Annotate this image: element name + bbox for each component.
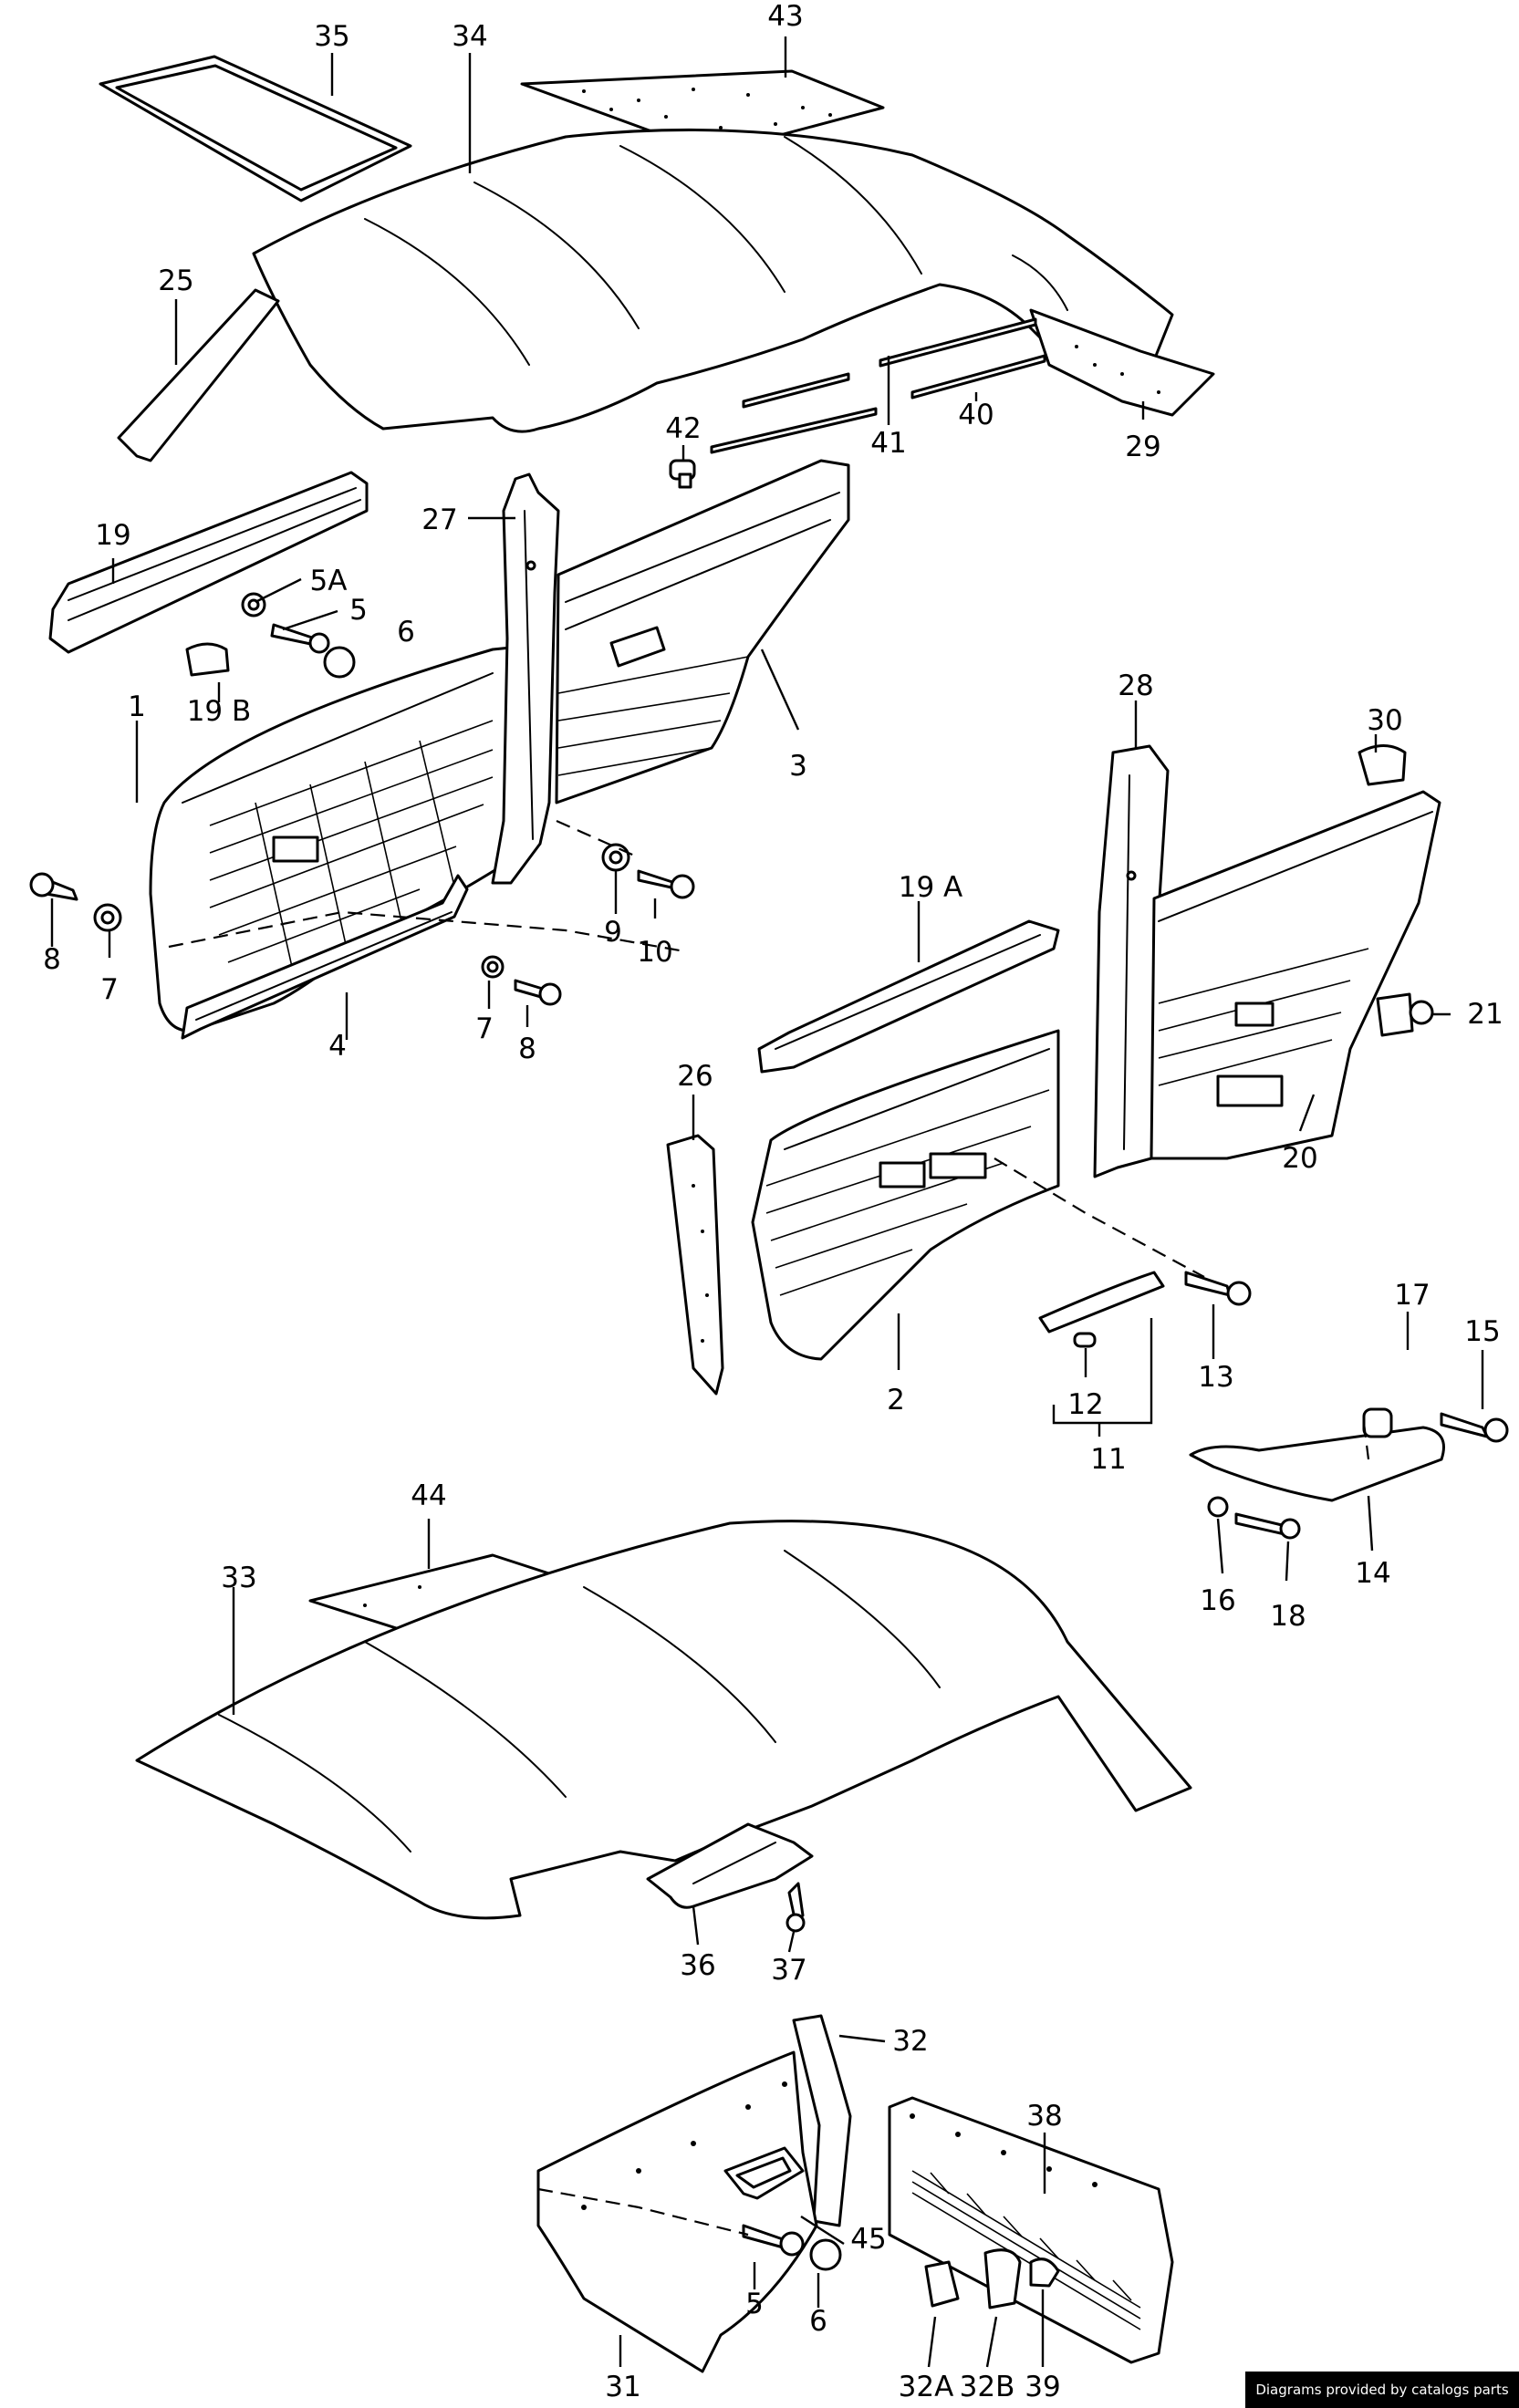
label-27: 27 (421, 503, 457, 536)
label-17: 17 (1394, 1279, 1430, 1312)
label-9: 9 (604, 916, 622, 949)
part-14-17-15-grab-handle (1189, 1407, 1509, 1540)
label-28: 28 (1118, 669, 1153, 702)
label-11: 11 (1090, 1443, 1126, 1476)
part-34-headliner (252, 128, 1174, 433)
label-6: 6 (397, 616, 415, 649)
part-25-pillar-trim (117, 288, 280, 462)
part-7-8-fasteners (29, 872, 562, 1006)
part-19b-clip (185, 642, 230, 677)
part-4-armrest (181, 874, 469, 1040)
part-19-door-strip (48, 471, 369, 654)
label-10: 10 (637, 936, 672, 969)
part-30-clip (1358, 744, 1407, 786)
label-30: 30 (1367, 704, 1402, 737)
leader-lines (50, 36, 1484, 2368)
label-16: 16 (1200, 1584, 1235, 1617)
label-26: 26 (677, 1060, 713, 1093)
label-38: 38 (1026, 2100, 1062, 2133)
part-32-c-pillar-trim (792, 2014, 852, 2227)
part-26-a-pillar-trim (666, 1134, 724, 1396)
label-7-left: 7 (100, 973, 119, 1006)
label-34: 34 (452, 20, 487, 53)
label-41: 41 (870, 427, 906, 460)
label-14: 14 (1355, 1557, 1390, 1590)
label-13: 13 (1198, 1361, 1233, 1394)
part-31-quarter-trim (536, 2050, 818, 2373)
label-29: 29 (1125, 431, 1160, 463)
part-40-41-roof-strips (710, 317, 1046, 454)
label-37: 37 (771, 1954, 806, 1987)
label-18: 18 (1270, 1600, 1306, 1633)
label-36: 36 (680, 1949, 715, 1982)
label-32A: 32A (899, 2371, 954, 2403)
part-3-rear-door-panel (555, 459, 850, 804)
part-21-clip (1376, 992, 1434, 1037)
part-35-sunroof-seal (99, 55, 412, 202)
label-40: 40 (958, 399, 994, 431)
label-19: 19 (95, 519, 130, 552)
part-33-headliner (135, 1520, 1192, 1920)
label-5-bottom: 5 (745, 2288, 764, 2320)
part-27-b-pillar (491, 472, 560, 885)
label-44: 44 (411, 1479, 446, 1512)
label-8-right: 8 (518, 1033, 536, 1065)
label-12: 12 (1067, 1388, 1103, 1421)
label-8-left: 8 (43, 943, 61, 976)
label-5A: 5A (310, 565, 348, 597)
credit-badge: Diagrams provided by catalogs parts (1245, 2372, 1519, 2408)
part-38-trim-panel (888, 2096, 1174, 2364)
part-20-rear-door-panel (1150, 790, 1441, 1160)
label-20: 20 (1282, 1142, 1317, 1175)
part-5-5a-6-fasteners-top (241, 592, 356, 679)
label-19B: 19 B (187, 695, 252, 728)
label-15: 15 (1464, 1315, 1500, 1348)
label-2: 2 (887, 1384, 905, 1417)
label-35: 35 (314, 20, 349, 53)
label-5: 5 (349, 594, 368, 627)
part-29-rear-insulation (1029, 308, 1215, 417)
dashed-assembly-lines (168, 819, 1370, 2237)
label-19A: 19 A (899, 871, 963, 904)
label-6-bottom: 6 (809, 2305, 827, 2338)
part-labels: 35 34 43 25 29 40 41 42 27 19 5A 5 6 19 … (43, 0, 1503, 2403)
part-5-6-32a-32b-39-fasteners (742, 2224, 1060, 2309)
label-39: 39 (1025, 2371, 1060, 2403)
label-43: 43 (767, 0, 803, 33)
label-31: 31 (605, 2371, 640, 2403)
label-3: 3 (789, 750, 807, 783)
part-2-front-door-panel (751, 1029, 1060, 1361)
label-45: 45 (850, 2223, 886, 2256)
label-32B: 32B (960, 2371, 1015, 2403)
part-11-12-13-grab-handle (1038, 1271, 1252, 1348)
part-19a-door-strip (757, 919, 1060, 1074)
part-36-37-sunvisor-bracket (646, 1822, 814, 1933)
label-42: 42 (665, 412, 701, 445)
label-7-right: 7 (475, 1012, 494, 1045)
label-33: 33 (221, 1562, 256, 1594)
label-32: 32 (892, 2025, 928, 2058)
part-42-clip (669, 459, 696, 489)
label-25: 25 (158, 265, 193, 297)
label-4: 4 (328, 1030, 347, 1063)
label-21: 21 (1467, 998, 1503, 1031)
label-1: 1 (128, 690, 146, 723)
